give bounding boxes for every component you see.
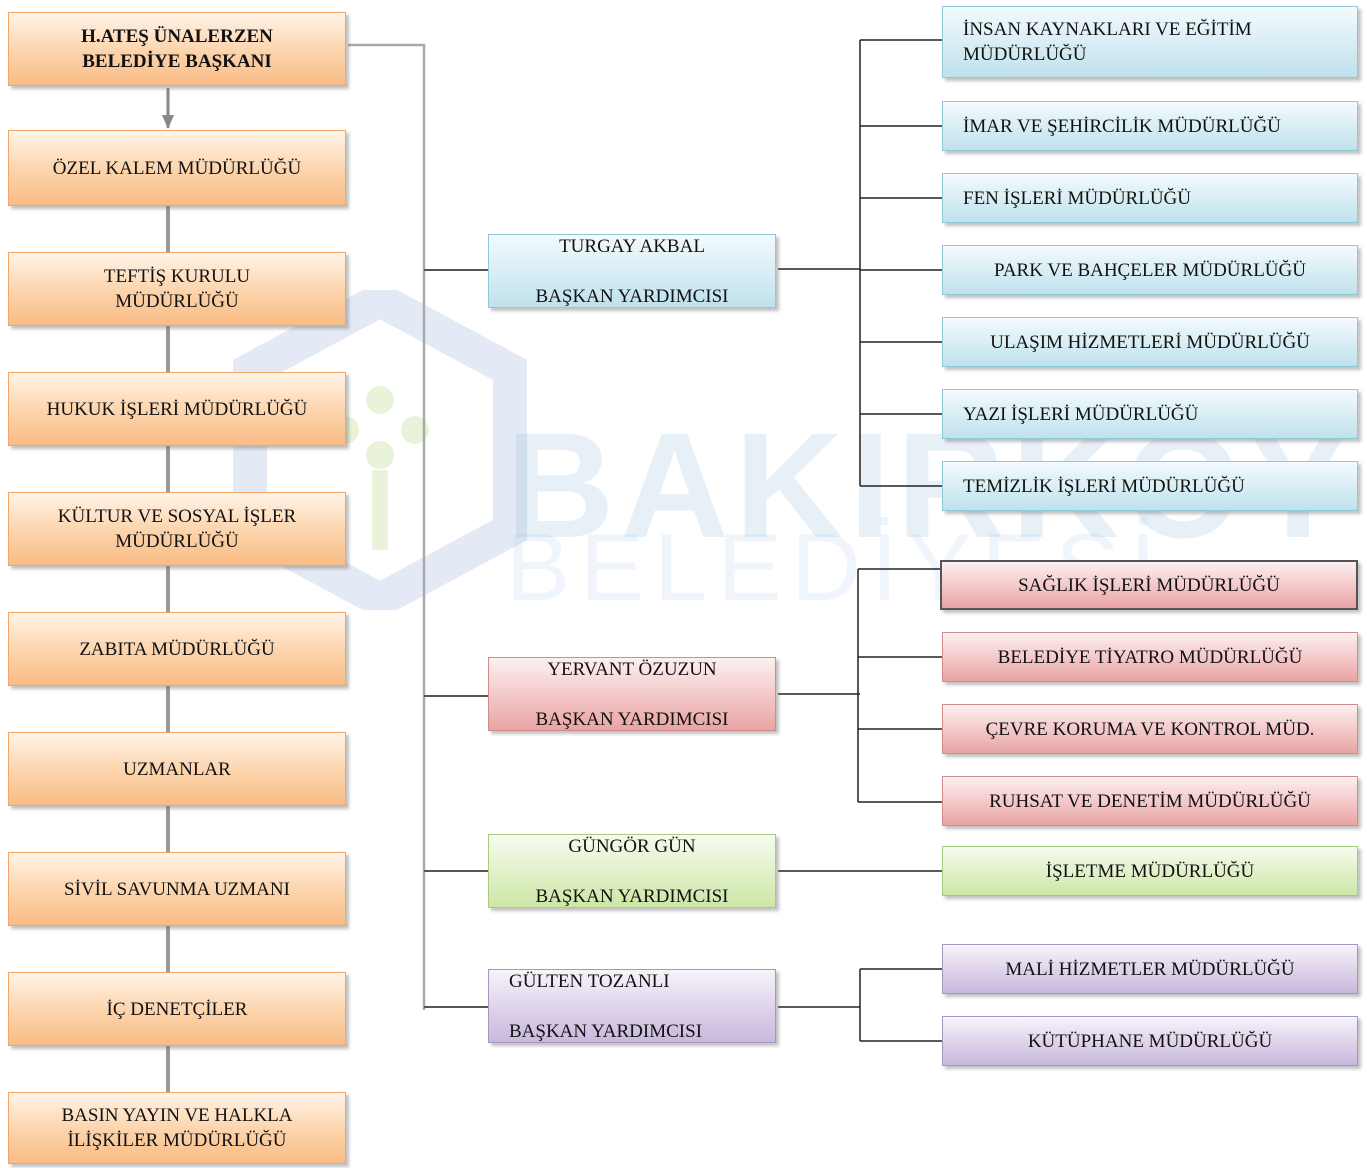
left-unit-box: HUKUK İŞLERİ MÜDÜRLÜĞÜ	[8, 372, 346, 446]
directorate-box: RUHSAT VE DENETİM MÜDÜRLÜĞÜ	[942, 776, 1358, 826]
directorate-box: YAZI İŞLERİ MÜDÜRLÜĞÜ	[942, 389, 1358, 439]
directorate-label: İMAR VE ŞEHİRCİLİK MÜDÜRLÜĞÜ	[963, 115, 1281, 137]
deputy-name: YERVANT ÖZUZUN	[547, 658, 717, 680]
directorate-label: RUHSAT VE DENETİM MÜDÜRLÜĞÜ	[989, 790, 1311, 812]
mayor-box: H.ATEŞ ÜNALERZEN BELEDİYE BAŞKANI	[8, 12, 346, 86]
left-unit-label: ÖZEL KALEM MÜDÜRLÜĞÜ	[52, 157, 302, 179]
directorate-box: KÜTÜPHANE MÜDÜRLÜĞÜ	[942, 1016, 1358, 1066]
left-unit-label: TEFTİŞ KURULU MÜDÜRLÜĞÜ	[103, 266, 251, 312]
left-unit-box: ZABITA MÜDÜRLÜĞÜ	[8, 612, 346, 686]
left-unit-box: İÇ DENETÇİLER	[8, 972, 346, 1046]
left-unit-box: KÜLTUR VE SOSYAL İŞLER MÜDÜRLÜĞÜ	[8, 492, 346, 566]
deputy-box-1: TURGAY AKBAL BAŞKAN YARDIMCISI	[488, 234, 776, 308]
deputy-box-3: GÜNGÖR GÜN BAŞKAN YARDIMCISI	[488, 834, 776, 908]
directorate-label: TEMİZLİK İŞLERİ MÜDÜRLÜĞÜ	[963, 475, 1245, 497]
directorate-label: FEN İŞLERİ MÜDÜRLÜĞÜ	[963, 187, 1191, 209]
left-unit-label: UZMANLAR	[123, 758, 231, 780]
left-unit-label: İÇ DENETÇİLER	[106, 998, 248, 1020]
deputy-box-2: YERVANT ÖZUZUN BAŞKAN YARDIMCISI	[488, 657, 776, 731]
mayor-name: H.ATEŞ ÜNALERZEN	[81, 26, 273, 47]
left-unit-label: HUKUK İŞLERİ MÜDÜRLÜĞÜ	[46, 398, 308, 420]
directorate-label: MALİ HİZMETLER MÜDÜRLÜĞÜ	[1005, 958, 1295, 980]
directorate-box: İŞLETME MÜDÜRLÜĞÜ	[942, 846, 1358, 896]
directorate-box: PARK VE BAHÇELER MÜDÜRLÜĞÜ	[942, 245, 1358, 295]
directorate-label: ULAŞIM HİZMETLERİ MÜDÜRLÜĞÜ	[990, 331, 1310, 353]
directorate-label: PARK VE BAHÇELER MÜDÜRLÜĞÜ	[994, 259, 1306, 281]
deputy-name: GÜLTEN TOZANLI	[509, 970, 670, 992]
directorate-box: ÇEVRE KORUMA VE KONTROL MÜD.	[942, 704, 1358, 754]
directorate-box: BELEDİYE TİYATRO MÜDÜRLÜĞÜ	[942, 632, 1358, 682]
mayor-title: BELEDİYE BAŞKANI	[82, 51, 272, 72]
deputy-title: BAŞKAN YARDIMCISI	[535, 285, 729, 307]
directorate-label: İŞLETME MÜDÜRLÜĞÜ	[1045, 860, 1255, 882]
directorate-label: ÇEVRE KORUMA VE KONTROL MÜD.	[985, 718, 1315, 740]
directorate-label: İNSAN KAYNAKLARI VE EĞİTİM MÜDÜRLÜĞÜ	[963, 19, 1252, 65]
connector-mayor-to-deputies	[348, 43, 426, 1010]
directorate-label: BELEDİYE TİYATRO MÜDÜRLÜĞÜ	[997, 646, 1303, 668]
directorate-box: İMAR VE ŞEHİRCİLİK MÜDÜRLÜĞÜ	[942, 101, 1358, 151]
directorate-box: İNSAN KAYNAKLARI VE EĞİTİM MÜDÜRLÜĞÜ	[942, 6, 1358, 78]
directorate-box: MALİ HİZMETLER MÜDÜRLÜĞÜ	[942, 944, 1358, 994]
deputy-box-4: GÜLTEN TOZANLI BAŞKAN YARDIMCISI	[488, 969, 776, 1043]
directorate-label: SAĞLIK İŞLERİ MÜDÜRLÜĞÜ	[1018, 574, 1280, 596]
left-unit-label: ZABITA MÜDÜRLÜĞÜ	[79, 638, 275, 660]
directorate-box: TEMİZLİK İŞLERİ MÜDÜRLÜĞÜ	[942, 461, 1358, 511]
deputy-name: TURGAY AKBAL	[559, 235, 705, 257]
left-unit-label: KÜLTUR VE SOSYAL İŞLER MÜDÜRLÜĞÜ	[57, 506, 297, 552]
deputy-title: BAŞKAN YARDIMCISI	[509, 1020, 703, 1042]
deputy-title: BAŞKAN YARDIMCISI	[535, 708, 729, 730]
directorate-box: ULAŞIM HİZMETLERİ MÜDÜRLÜĞÜ	[942, 317, 1358, 367]
directorate-label: YAZI İŞLERİ MÜDÜRLÜĞÜ	[963, 403, 1199, 425]
directorate-label: KÜTÜPHANE MÜDÜRLÜĞÜ	[1027, 1030, 1273, 1052]
left-unit-box: UZMANLAR	[8, 732, 346, 806]
directorate-box: FEN İŞLERİ MÜDÜRLÜĞÜ	[942, 173, 1358, 223]
deputy-title: BAŞKAN YARDIMCISI	[535, 885, 729, 907]
left-unit-box: TEFTİŞ KURULU MÜDÜRLÜĞÜ	[8, 252, 346, 326]
left-unit-label: BASIN YAYIN VE HALKLA İLİŞKİLER MÜDÜRLÜĞ…	[61, 1105, 293, 1151]
directorate-box: SAĞLIK İŞLERİ MÜDÜRLÜĞÜ	[940, 560, 1358, 610]
left-unit-label: SİVİL SAVUNMA UZMANI	[64, 878, 290, 900]
deputy-name: GÜNGÖR GÜN	[568, 835, 696, 857]
left-unit-box: ÖZEL KALEM MÜDÜRLÜĞÜ	[8, 130, 346, 206]
left-unit-box: BASIN YAYIN VE HALKLA İLİŞKİLER MÜDÜRLÜĞ…	[8, 1092, 346, 1164]
left-unit-box: SİVİL SAVUNMA UZMANI	[8, 852, 346, 926]
